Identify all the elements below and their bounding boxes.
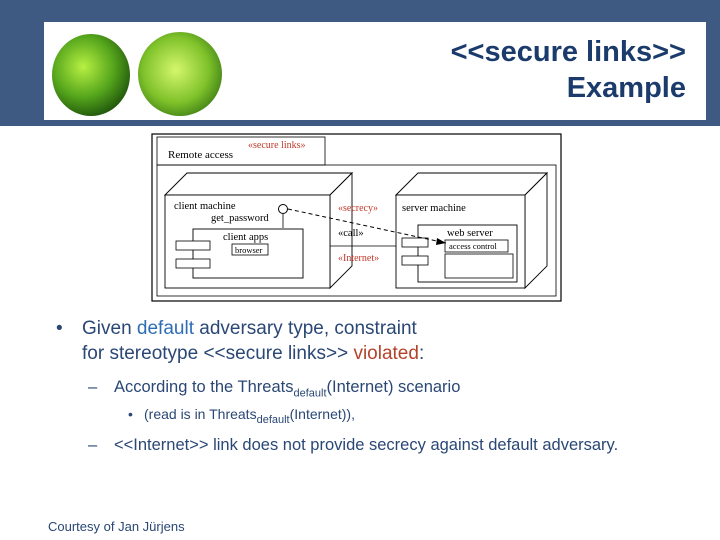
- access-control-box: [444, 239, 509, 253]
- browser-label: browser: [235, 245, 263, 255]
- dash-marker: –: [88, 378, 98, 396]
- leaf-image-right: [138, 32, 222, 116]
- package-stereotype: «secure links»: [248, 140, 306, 151]
- client-apps-tab1: [175, 240, 211, 251]
- client-node-top: [163, 172, 354, 196]
- default-highlight: default: [136, 318, 194, 339]
- sub1-prefix: According to the Threats: [114, 378, 294, 396]
- bullet-list: • Given default adversary type, constrai…: [56, 316, 696, 456]
- web-server-inner-box: [444, 253, 514, 279]
- web-server-label: web server: [447, 228, 493, 239]
- sub2-text: <<Internet>> link does not provide secre…: [114, 436, 619, 455]
- server-node-top: [394, 172, 549, 196]
- sub1-suffix: (Internet) scenario: [326, 378, 461, 396]
- dependency-arrowhead: [436, 238, 446, 245]
- violated-highlight: violated: [353, 343, 419, 364]
- slide-title: <<secure links>> Example: [451, 34, 686, 106]
- sub-bullet-1: – According to the Threatsdefault(Intern…: [56, 376, 696, 404]
- subsub1-subscript: default: [256, 414, 290, 427]
- internet-label: «Internet»: [338, 253, 379, 264]
- access-control-label: access control: [449, 241, 498, 251]
- title-line-1: <<secure links>>: [450, 36, 686, 68]
- subsub1-suffix: (Internet)),: [289, 406, 355, 423]
- secrecy-label: «secrecy»: [338, 203, 378, 214]
- web-server-tab2: [401, 255, 429, 266]
- sub-sub-bullet-1: • (read is in Threatsdefault(Internet)),: [56, 404, 696, 430]
- browser-box: [231, 243, 269, 256]
- secrecy-dependency: [287, 208, 447, 244]
- leaf-image-left: [52, 34, 130, 116]
- call-label: «call»: [338, 228, 364, 239]
- bullet1-colon: :: [418, 343, 425, 364]
- interface-circle: [278, 204, 288, 214]
- package-name: Remote access: [168, 149, 233, 161]
- package-body: [156, 164, 557, 297]
- courtesy-note: Courtesy of Jan Jürjens: [48, 519, 185, 534]
- client-apps-label: client apps: [223, 232, 268, 243]
- web-server-tab1: [401, 237, 429, 248]
- sub-bullet-2: – <<Internet>> link does not provide sec…: [56, 434, 674, 456]
- get-password-label: get_password: [211, 213, 269, 224]
- title-panel: <<secure links>> Example: [44, 22, 706, 120]
- dash-marker: –: [88, 436, 98, 455]
- title-line-2: Example: [566, 72, 686, 104]
- package-tab: [156, 136, 326, 166]
- bullet1-middle: adversary type, constraint: [193, 318, 417, 339]
- bullet1-prefix: Given: [82, 318, 137, 339]
- small-bullet-dot: •: [128, 406, 133, 423]
- bullet1-line2: for stereotype <<secure links>>: [82, 343, 354, 364]
- server-node-label: server machine: [402, 203, 466, 214]
- subsub1-prefix: (read is in Threats: [144, 406, 257, 423]
- sub1-subscript: default: [293, 387, 327, 400]
- bullet-dot: •: [56, 318, 63, 339]
- bullet-item-1: • Given default adversary type, constrai…: [56, 316, 696, 366]
- client-node-label: client machine: [174, 201, 236, 212]
- client-apps-tab2: [175, 258, 211, 269]
